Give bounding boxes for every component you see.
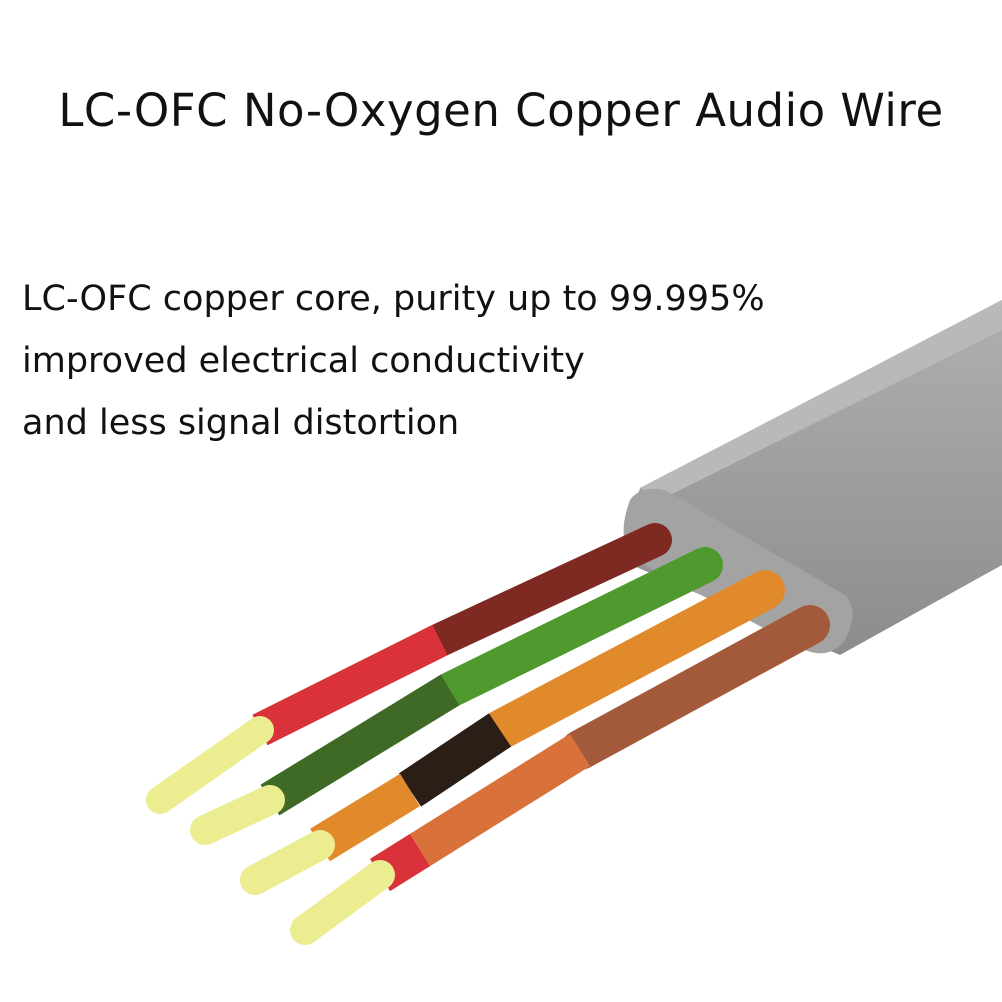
- description-line: LC-OFC copper core, purity up to 99.995%: [22, 279, 765, 319]
- description: LC-OFC copper core, purity up to 99.995%…: [22, 268, 765, 454]
- wire-orange: [240, 570, 785, 895]
- page-title: LC-OFC No-Oxygen Copper Audio Wire: [58, 84, 944, 137]
- description-line: and less signal distortion: [22, 403, 460, 443]
- wire-brown: [290, 605, 830, 945]
- cable-jacket: [620, 300, 1002, 655]
- description-line: improved electrical conductivity: [22, 341, 585, 381]
- wire-green: [190, 547, 723, 845]
- wire-red: [146, 523, 672, 814]
